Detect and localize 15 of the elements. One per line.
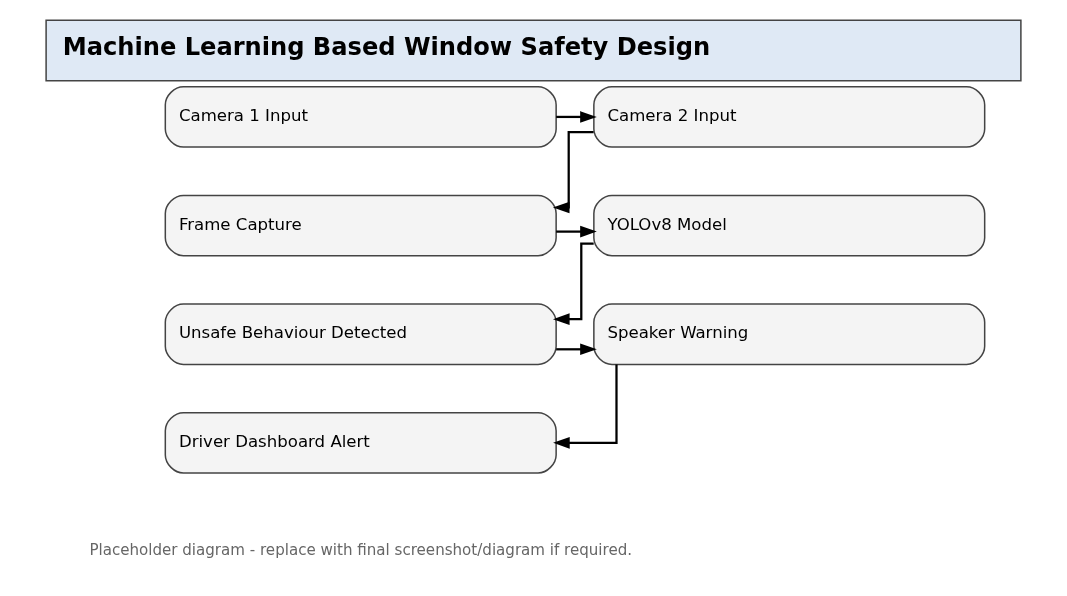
- arrow: [552, 130, 594, 214]
- node-box: Frame Capture: [164, 194, 557, 257]
- node-box: Unsafe Behaviour Detected: [164, 303, 557, 366]
- arrow: [556, 225, 597, 238]
- diagram-title: Machine Learning Based Window Safety Design: [62, 32, 711, 61]
- node-box: Speaker Warning: [593, 303, 986, 366]
- arrow: [553, 364, 618, 449]
- arrow: [556, 111, 597, 123]
- arrow: [553, 242, 594, 325]
- label: Placeholder diagram - replace with final screenshot/diagram if required.: [89, 541, 633, 560]
- arrow: [556, 343, 597, 356]
- node-box: Driver Dashboard Alert: [164, 411, 557, 474]
- node-box: Camera 2 Input: [593, 86, 986, 148]
- node-box: YOLOv8 Model: [593, 194, 986, 257]
- node-box: Camera 1 Input: [164, 86, 557, 148]
